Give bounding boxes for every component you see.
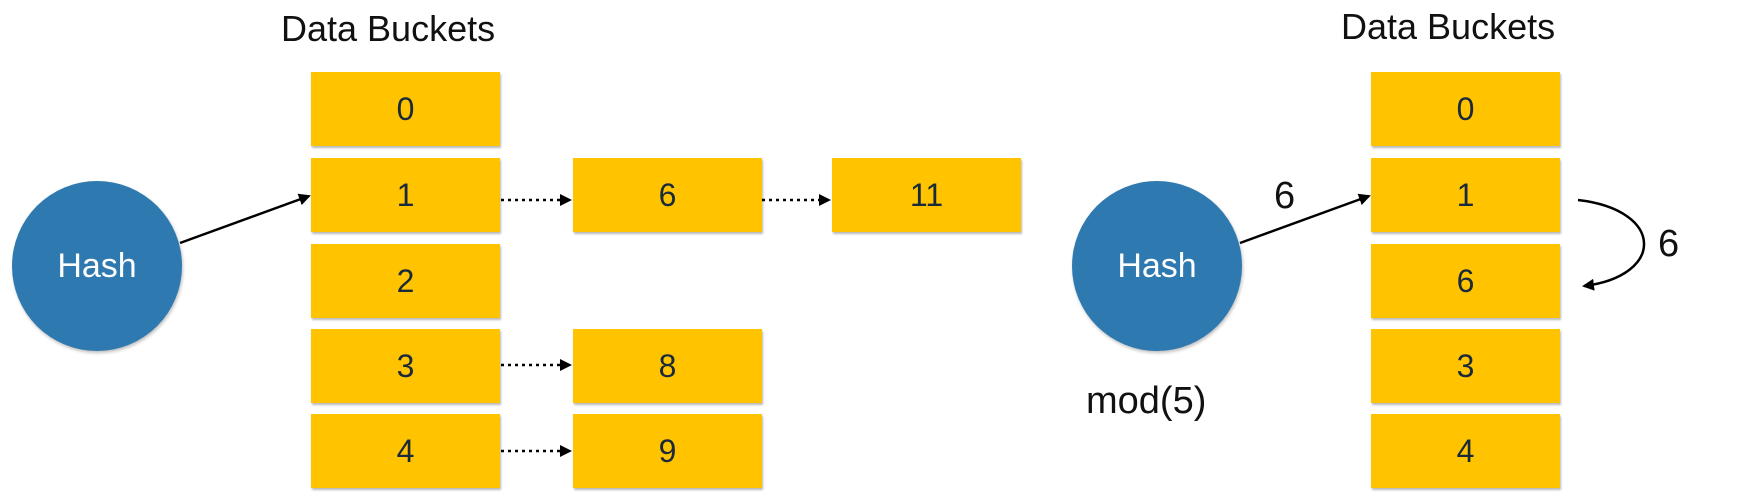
right-hash-arrow — [1239, 193, 1371, 245]
right-title: Data Buckets — [1341, 6, 1556, 47]
chain-node-8: 8 — [573, 329, 762, 403]
probe-curve-arrow — [1577, 198, 1646, 291]
left-title: Data Buckets — [281, 8, 496, 49]
right-bucket-4: 4 — [1371, 414, 1560, 488]
left-bucket-3: 3 — [311, 329, 500, 403]
left-bucket-2: 2 — [311, 244, 500, 318]
left-hash-label: Hash — [57, 246, 137, 285]
right-hash-circle: Hash — [1072, 181, 1242, 351]
left-bucket-4: 4 — [311, 414, 500, 488]
right-bucket-3: 3 — [1371, 329, 1560, 403]
chain-node-6: 6 — [573, 158, 762, 232]
chain-node-11: 11 — [832, 158, 1021, 232]
hash-arrow-value: 6 — [1274, 175, 1296, 217]
right-hash-label: Hash — [1117, 246, 1197, 285]
left-bucket-1: 1 — [311, 158, 500, 232]
right-bucket-2: 6 — [1371, 244, 1560, 318]
left-hash-arrow — [179, 193, 311, 245]
right-bucket-0: 0 — [1371, 72, 1560, 146]
probe-arrow-value: 6 — [1658, 223, 1680, 265]
right-bucket-1: 1 — [1371, 158, 1560, 232]
left-bucket-0: 0 — [311, 72, 500, 146]
left-hash-circle: Hash — [12, 181, 182, 351]
chain-node-9: 9 — [573, 414, 762, 488]
mod-function-label: mod(5) — [1086, 380, 1207, 422]
